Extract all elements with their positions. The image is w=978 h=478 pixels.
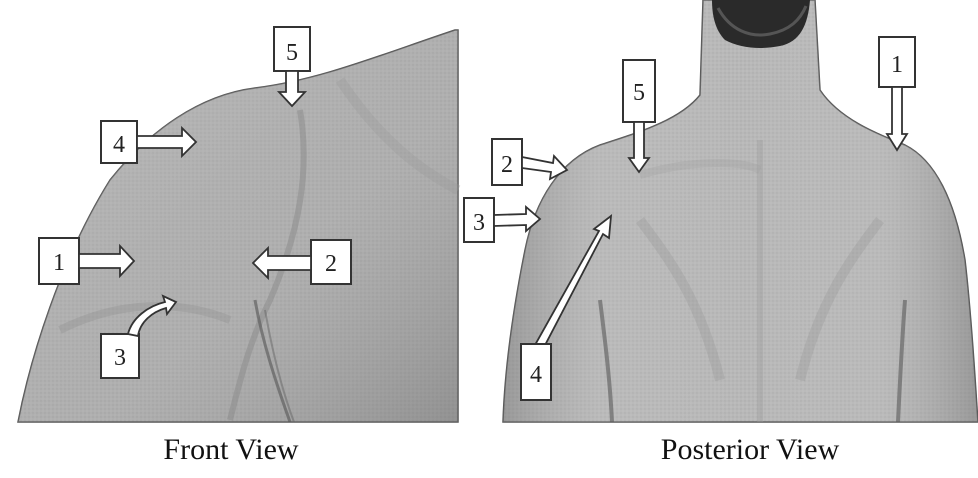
front-marker-5-label: 5	[286, 40, 298, 66]
front-marker-1-label: 1	[53, 250, 65, 276]
front-marker-4-label: 4	[113, 132, 125, 158]
posterior-marker-2-label: 2	[501, 152, 513, 178]
front-marker-3-label: 3	[114, 345, 126, 371]
posterior-view-caption: Posterior View	[600, 432, 900, 468]
posterior-marker-4-label: 4	[530, 362, 542, 388]
posterior-marker-1: 1	[879, 37, 915, 150]
posterior-marker-1-label: 1	[891, 52, 903, 78]
posterior-marker-5-label: 5	[633, 80, 645, 106]
posterior-marker-3-label: 3	[473, 210, 485, 236]
front-view-image	[18, 30, 458, 422]
front-marker-2-label: 2	[325, 251, 337, 277]
front-view-caption: Front View	[96, 432, 366, 468]
